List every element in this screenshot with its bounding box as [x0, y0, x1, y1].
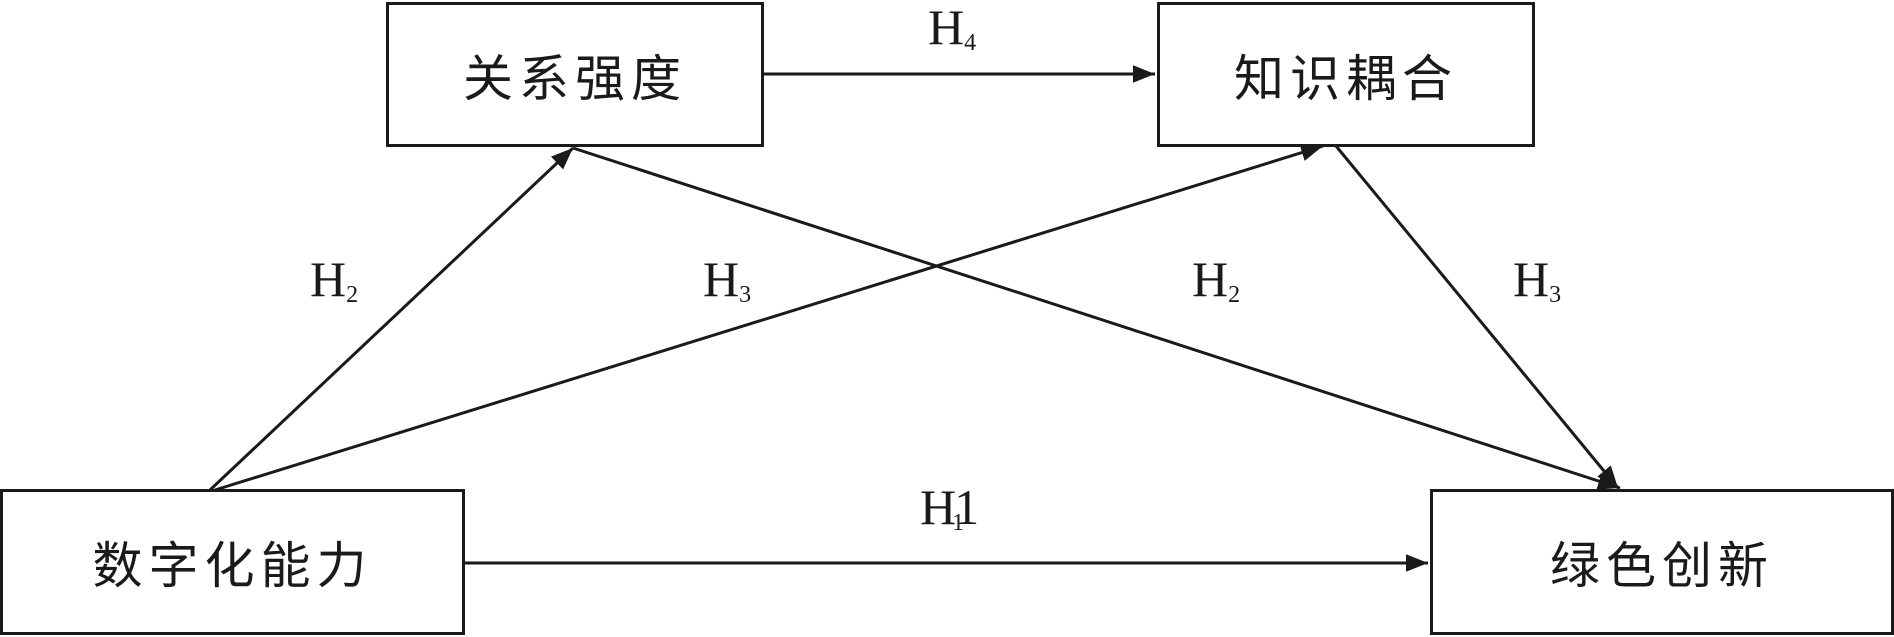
node-label: 关系强度 — [463, 49, 687, 108]
label-h3-right: H3 — [1513, 251, 1562, 308]
node-green-innovation: 绿色创新 — [1430, 489, 1894, 635]
node-label: 知识耦合 — [1234, 49, 1458, 108]
arrow-h3-right — [1334, 145, 1620, 489]
node-knowledge-coupling: 知识耦合 — [1157, 2, 1535, 147]
label-h4: H4 — [928, 0, 977, 56]
label-h1: H11 — [920, 479, 980, 536]
arrow-h2-left — [208, 146, 575, 492]
label-h3-left: H3 — [703, 251, 752, 308]
arrow-h2-right — [572, 146, 1621, 490]
node-label: 数字化能力 — [92, 537, 373, 595]
node-label: 绿色创新 — [1550, 537, 1774, 595]
label-h2-right: H2 — [1192, 251, 1241, 308]
arrow-h3-left — [214, 144, 1324, 492]
label-h2-left: H2 — [310, 251, 359, 308]
node-relationship-strength: 关系强度 — [386, 2, 764, 147]
node-digital-capability: 数字化能力 — [0, 489, 465, 635]
